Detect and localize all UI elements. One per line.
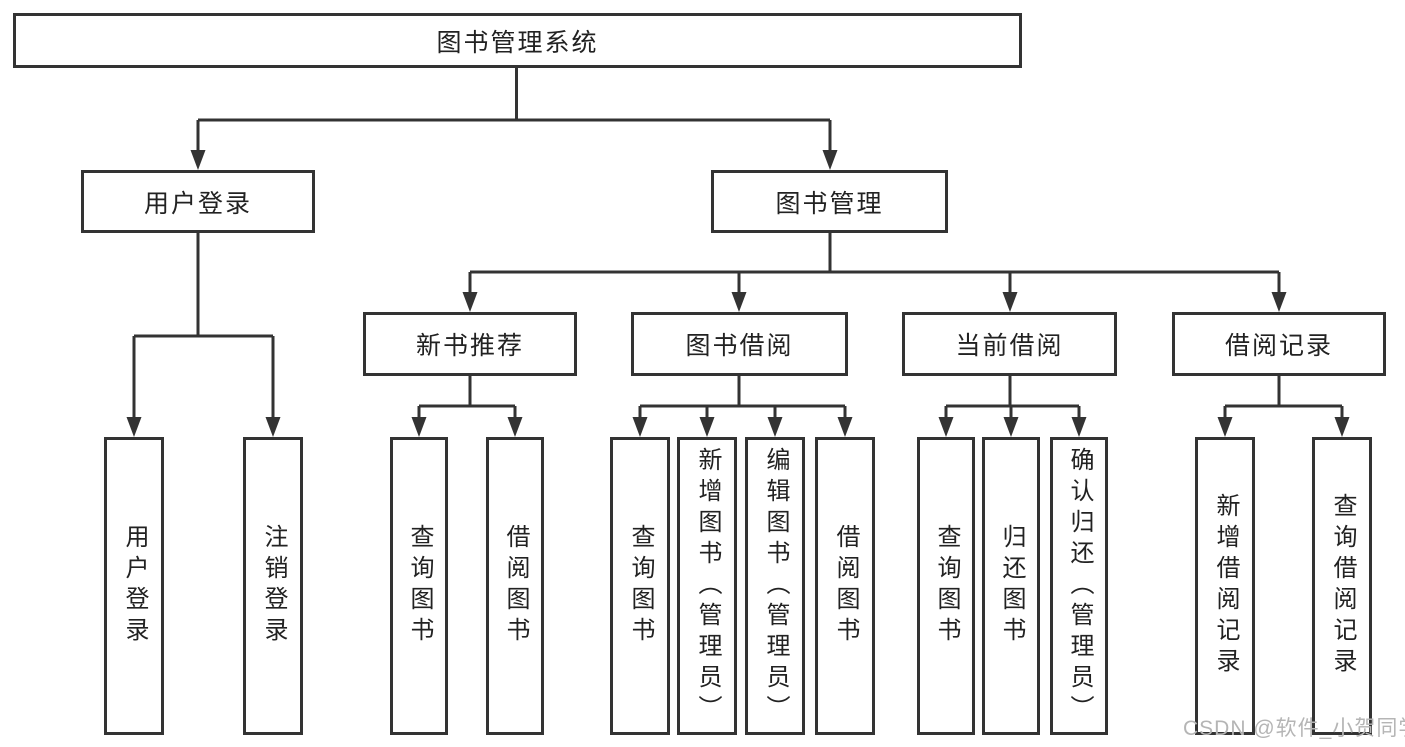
arrowhead	[190, 150, 206, 170]
leaf-add-borrow-record: 新增借阅记录	[1195, 437, 1255, 735]
leaf-query-books-recommend: 查询图书	[390, 437, 448, 735]
connector-book-borrowing-children	[632, 376, 853, 437]
leaf-query-books-borrowing: 查询图书	[610, 437, 670, 735]
leaf-borrow-books: 借阅图书	[815, 437, 875, 735]
arrowhead	[411, 417, 427, 437]
arrowhead	[1071, 417, 1087, 437]
arrowhead	[632, 417, 648, 437]
arrowhead	[837, 417, 853, 437]
leaf-confirm-return-admin: 确认归还（管理员）	[1050, 437, 1108, 735]
connector-user-login-children	[126, 233, 281, 437]
arrowhead	[1003, 417, 1019, 437]
arrowhead	[699, 417, 715, 437]
arrowhead	[1002, 292, 1018, 312]
arrowhead	[126, 417, 142, 437]
leaf-edit-books-admin: 编辑图书（管理员）	[745, 437, 805, 735]
arrowhead	[767, 417, 783, 437]
arrowhead	[1334, 417, 1350, 437]
leaf-query-borrow-record: 查询借阅记录	[1312, 437, 1372, 735]
node-user-login: 用户登录	[81, 170, 315, 233]
arrowhead	[507, 417, 523, 437]
leaf-query-books-current: 查询图书	[917, 437, 975, 735]
connector-new-book-recommend-children	[411, 376, 523, 437]
arrowhead	[462, 292, 478, 312]
node-book-borrowing: 图书借阅	[631, 312, 848, 376]
node-current-borrowing: 当前借阅	[902, 312, 1117, 376]
node-borrowing-records: 借阅记录	[1172, 312, 1386, 376]
connector-current-borrowing-children	[938, 376, 1087, 437]
leaf-logout: 注销登录	[243, 437, 303, 735]
node-book-management-system: 图书管理系统	[13, 13, 1022, 68]
arrowhead	[822, 150, 838, 170]
connector-borrowing-records-children	[1217, 376, 1350, 437]
leaf-return-books: 归还图书	[982, 437, 1040, 735]
arrowhead	[265, 417, 281, 437]
node-book-management: 图书管理	[711, 170, 948, 233]
connector-root-to-level2	[190, 68, 838, 170]
leaf-user-login: 用户登录	[104, 437, 164, 735]
watermark: CSDN @软件_小贺同学	[1183, 717, 1405, 740]
connector-book-management-children	[462, 233, 1287, 312]
arrowhead	[1271, 292, 1287, 312]
arrowhead	[938, 417, 954, 437]
node-new-book-recommend: 新书推荐	[363, 312, 577, 376]
leaf-borrow-books-recommend: 借阅图书	[486, 437, 544, 735]
arrowhead	[731, 292, 747, 312]
leaf-add-books-admin: 新增图书（管理员）	[677, 437, 737, 735]
arrowhead	[1217, 417, 1233, 437]
